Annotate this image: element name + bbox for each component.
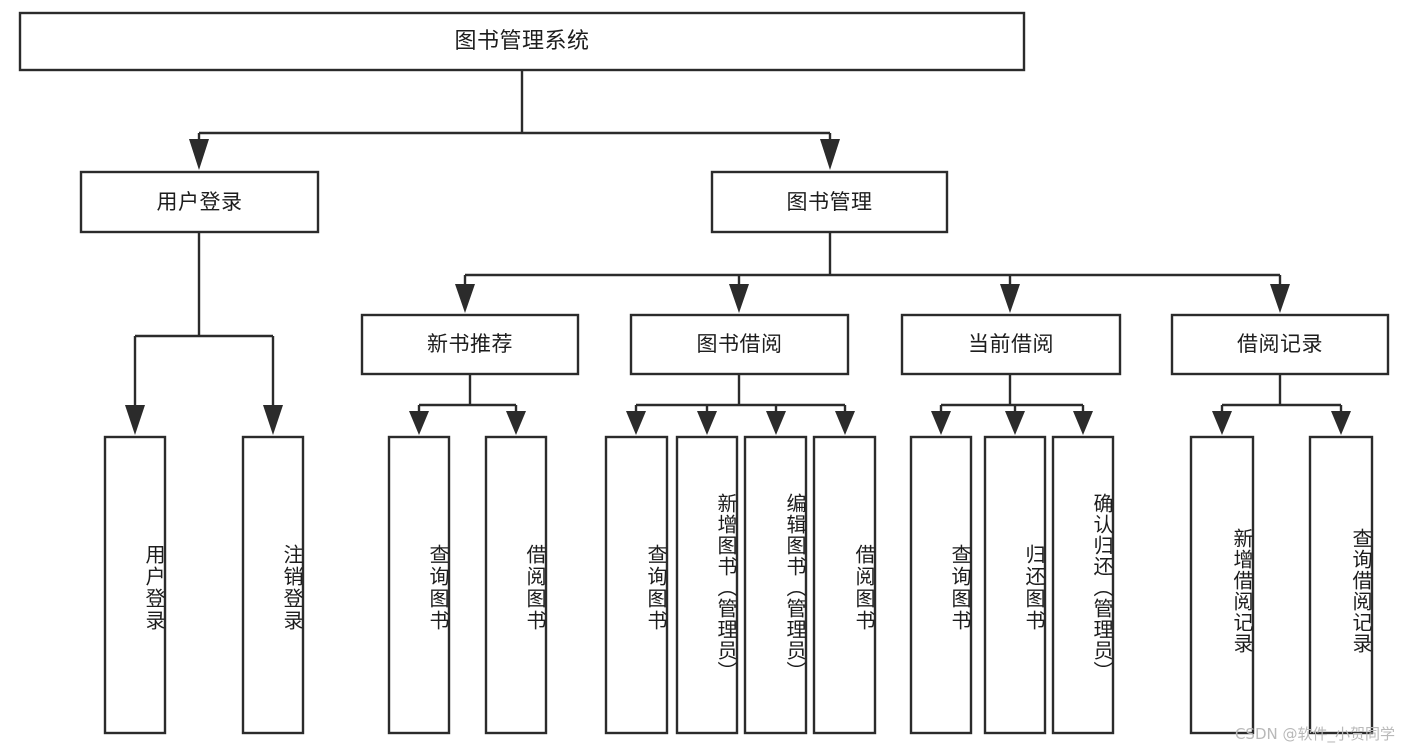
node-box-leaf-user-login[interactable] bbox=[103, 435, 167, 735]
node-box-new-book-rec[interactable] bbox=[360, 313, 580, 376]
edge-borrow-record-to-leaves bbox=[1212, 374, 1351, 435]
node-box-leaf-edit-book[interactable] bbox=[743, 435, 808, 735]
node-box-leaf-confirm-return[interactable] bbox=[1051, 435, 1115, 735]
edge-new-book-rec-to-leaves bbox=[409, 374, 526, 435]
edge-book-manage-to-level3 bbox=[455, 232, 1290, 313]
node-box-leaf-borrow-book[interactable] bbox=[812, 435, 877, 735]
node-box-leaf-query-record[interactable] bbox=[1308, 435, 1374, 735]
node-box-book-borrow[interactable] bbox=[629, 313, 850, 376]
node-box-leaf-rec-borrow[interactable] bbox=[484, 435, 548, 735]
node-box-leaf-logout[interactable] bbox=[241, 435, 305, 735]
edge-book-borrow-to-leaves bbox=[626, 374, 855, 435]
node-box-current-borrow[interactable] bbox=[900, 313, 1122, 376]
node-box-leaf-rec-query[interactable] bbox=[387, 435, 451, 735]
node-box-leaf-cur-query[interactable] bbox=[909, 435, 973, 735]
node-box-borrow-record[interactable] bbox=[1170, 313, 1390, 376]
node-box-user-login[interactable] bbox=[79, 170, 320, 234]
node-box-book-manage[interactable] bbox=[710, 170, 949, 234]
edge-current-borrow-to-leaves bbox=[931, 374, 1093, 435]
node-box-leaf-add-record[interactable] bbox=[1189, 435, 1255, 735]
node-box-leaf-return-book[interactable] bbox=[983, 435, 1047, 735]
node-box-leaf-add-book[interactable] bbox=[675, 435, 739, 735]
node-box-leaf-borrow-query[interactable] bbox=[604, 435, 669, 735]
node-box-root[interactable] bbox=[18, 11, 1026, 72]
edge-root-to-level2 bbox=[189, 70, 840, 170]
edge-user-login-to-leaves bbox=[125, 232, 283, 435]
